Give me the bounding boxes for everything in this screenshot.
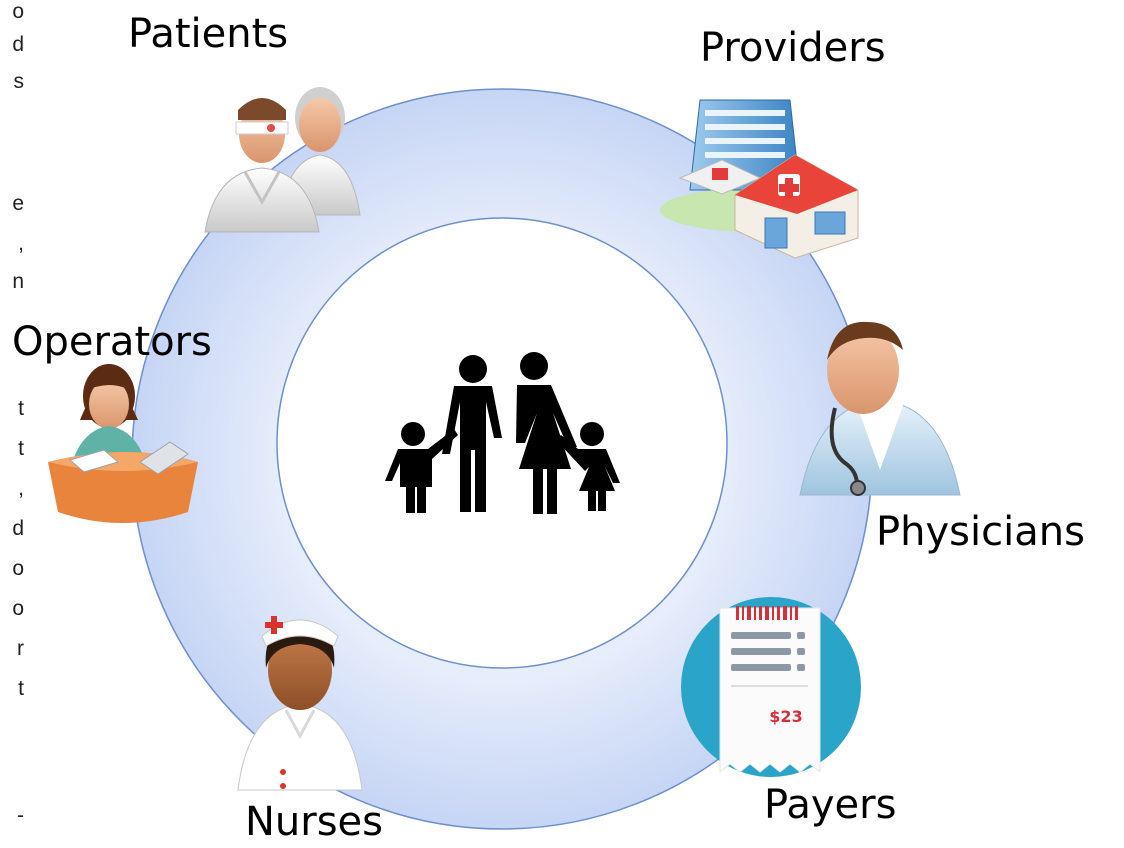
edge-letter: t: [18, 677, 24, 700]
providers-icon: [660, 99, 859, 259]
label-nurses: Nurses: [245, 799, 384, 845]
label-providers: Providers: [700, 25, 886, 71]
edge-letter: ,: [18, 477, 24, 500]
edge-letter: t: [18, 397, 24, 420]
label-operators: Operators: [12, 319, 212, 365]
receipt-amount: $23: [769, 707, 802, 726]
label-payers: Payers: [764, 782, 897, 828]
family-icon: [385, 352, 620, 514]
edge-letter: n: [12, 270, 24, 293]
edge-letter: d: [12, 33, 24, 56]
payers-icon: $23: [681, 597, 861, 777]
edge-letter: o: [12, 0, 24, 23]
label-physicians: Physicians: [876, 509, 1085, 555]
physicians-icon: [799, 321, 961, 496]
edge-letter: o: [12, 597, 24, 620]
patients-icon: [204, 87, 361, 233]
edge-letter: o: [12, 557, 24, 580]
edge-letter: ,: [18, 232, 24, 255]
edge-letter: -: [17, 804, 24, 827]
label-patients: Patients: [128, 11, 289, 57]
edge-letter: t: [18, 437, 24, 460]
edge-letter: s: [13, 70, 25, 93]
operators-icon: [48, 364, 198, 523]
edge-letter: d: [12, 517, 24, 540]
edge-letter: e: [12, 192, 24, 215]
nurses-icon: [237, 616, 363, 791]
inner-circle: [276, 217, 728, 669]
edge-letter: r: [17, 637, 24, 660]
